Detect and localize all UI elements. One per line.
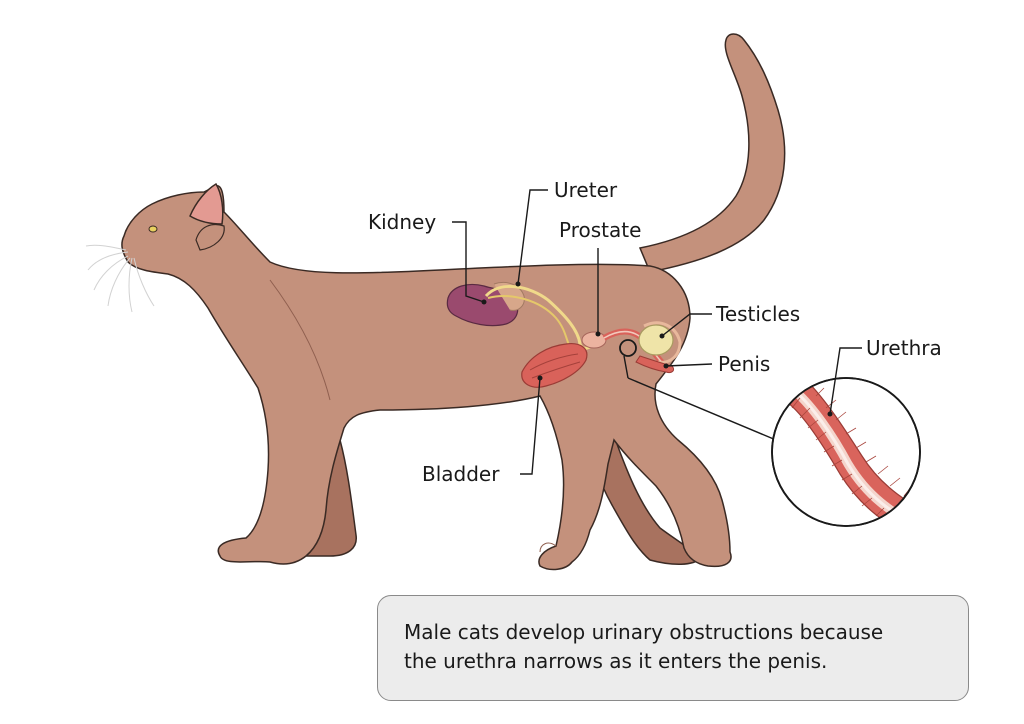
label-bladder: Bladder xyxy=(422,462,500,486)
penis-organ xyxy=(635,355,675,373)
cat-body xyxy=(121,185,732,571)
testicles-organ xyxy=(638,324,674,356)
zoom-connector-line xyxy=(623,355,629,379)
label-kidney: Kidney xyxy=(368,210,436,234)
cat-ear xyxy=(189,182,224,225)
cat-eye xyxy=(148,225,158,233)
label-testicles: Testicles xyxy=(715,302,800,326)
label-penis: Penis xyxy=(718,352,770,376)
label-prostate: Prostate xyxy=(559,218,641,242)
label-ureter: Ureter xyxy=(554,178,618,202)
caption-box: Male cats develop urinary obstructions b… xyxy=(377,595,969,701)
prostate-organ xyxy=(581,331,607,349)
organs xyxy=(446,282,682,388)
label-urethra: Urethra xyxy=(866,336,942,360)
zoom-connector-line xyxy=(627,377,777,441)
urethra-highlight-circle xyxy=(619,339,637,357)
kidney-organ xyxy=(446,283,519,327)
urethra-zoom-view xyxy=(771,377,921,527)
caption-line-2: the urethra narrows as it enters the pen… xyxy=(404,649,828,673)
whiskers xyxy=(85,244,155,313)
cat-tail xyxy=(638,33,786,273)
bladder-organ xyxy=(521,343,588,388)
leader-lines xyxy=(452,189,862,475)
caption-line-1: Male cats develop urinary obstructions b… xyxy=(404,620,884,644)
